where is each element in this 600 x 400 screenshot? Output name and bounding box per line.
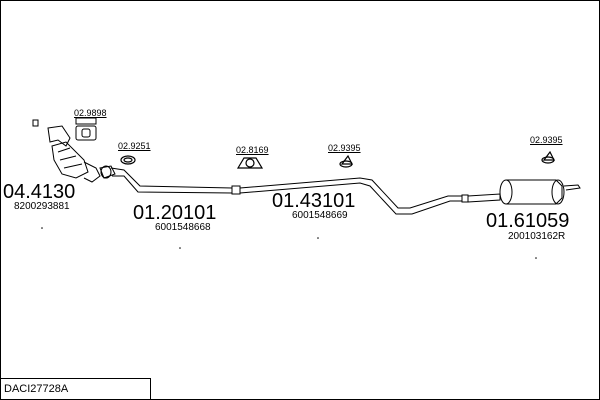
middle-pipe — [239, 177, 469, 215]
fitting-label-ring: 02.9251 — [118, 141, 151, 151]
catalytic-converter — [32, 119, 101, 183]
rear-silencer — [467, 179, 581, 205]
part-ref-front-pipe: 6001548668 — [155, 222, 211, 233]
ring-fitting — [120, 155, 136, 165]
rubber-mount-2 — [541, 150, 555, 164]
fitting-label-gasket: 02.9898 — [74, 108, 107, 118]
part-ref-middle-pipe: 6001548669 — [292, 210, 348, 221]
part-ref-silencer: 200103162R — [508, 231, 566, 242]
fitting-label-rubber-2: 02.9395 — [530, 135, 563, 145]
hanger-fitting-1 — [236, 157, 264, 169]
part-number-middle-pipe: 01.43101 — [272, 190, 356, 212]
part-number-silencer: 01.61059 — [486, 210, 570, 232]
rubber-mount-1 — [339, 154, 353, 168]
kit-code-box: DACI27728A — [0, 378, 151, 399]
part-ref-converter: 8200293881 — [14, 201, 70, 212]
part-number-converter: 04.4130 — [3, 181, 76, 203]
leader-dots — [41, 227, 537, 259]
kit-code: DACI27728A — [4, 383, 69, 395]
part-number-front-pipe: 01.20101 — [133, 202, 217, 224]
fitting-label-rubber-1: 02.9395 — [328, 143, 361, 153]
front-pipe — [99, 165, 241, 195]
fitting-label-hanger: 02.8169 — [236, 145, 269, 155]
gasket-fitting — [75, 117, 97, 141]
